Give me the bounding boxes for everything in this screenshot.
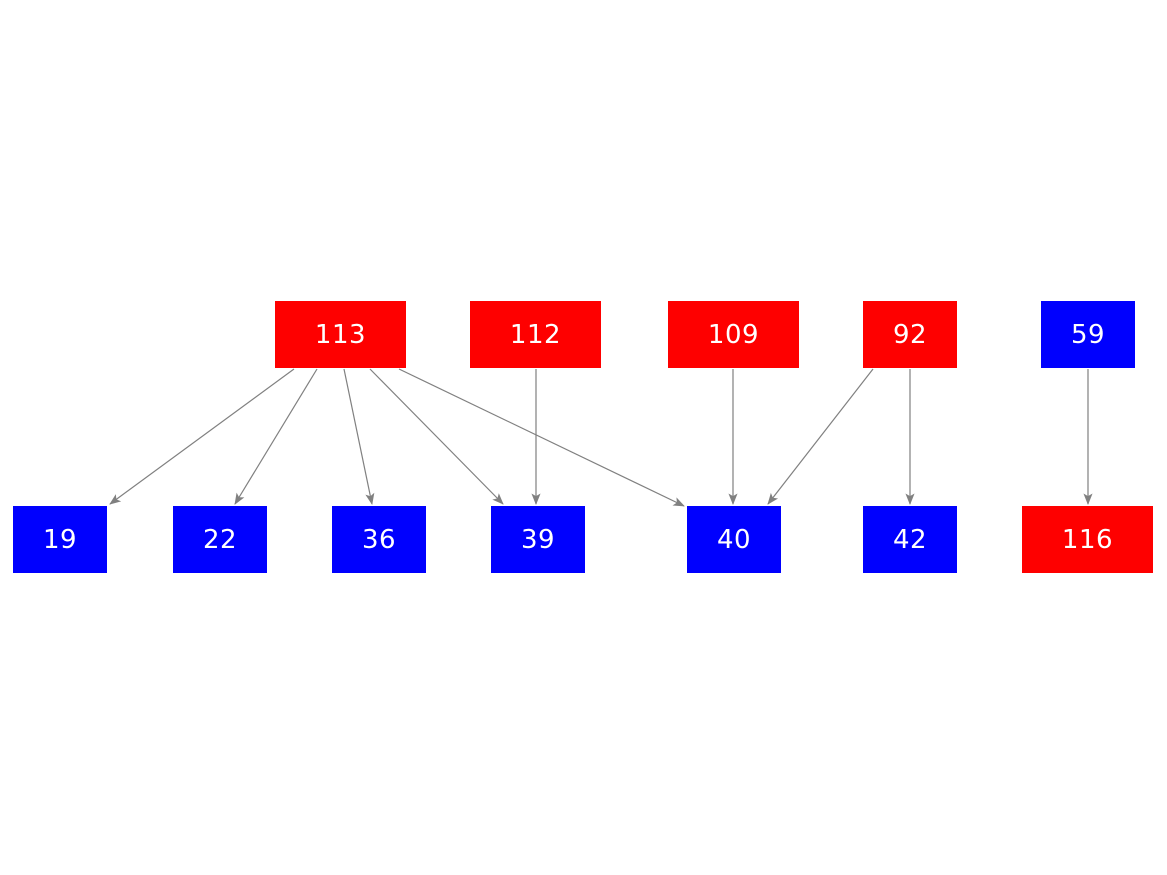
graph-node-19[interactable]: 19: [13, 506, 107, 573]
graph-node-label: 19: [42, 524, 78, 555]
graph-node-label: 113: [314, 319, 367, 350]
graph-node-label: 116: [1061, 524, 1114, 555]
graph-node-92[interactable]: 92: [863, 301, 957, 368]
graph-edge-113-to-39: [369, 368, 504, 505]
edges-group: [109, 368, 1093, 507]
graph-node-22[interactable]: 22: [173, 506, 267, 573]
graph-node-label: 36: [361, 524, 397, 555]
graph-node-label: 109: [707, 319, 760, 350]
graph-node-label: 92: [892, 319, 928, 350]
graph-node-label: 40: [716, 524, 752, 555]
graph-edge-113-to-36: [343, 368, 375, 505]
graph-edge-92-to-40: [767, 368, 874, 505]
graph-node-116[interactable]: 116: [1022, 506, 1153, 573]
graph-edge-113-to-22: [234, 368, 318, 505]
graph-node-42[interactable]: 42: [863, 506, 957, 573]
graph-node-label: 112: [509, 319, 562, 350]
graph-node-112[interactable]: 112: [470, 301, 601, 368]
graph-node-label: 59: [1070, 319, 1106, 350]
graph-node-label: 39: [520, 524, 556, 555]
graph-node-label: 42: [892, 524, 928, 555]
graph-node-109[interactable]: 109: [668, 301, 799, 368]
graph-node-113[interactable]: 113: [275, 301, 406, 368]
graph-edge-113-to-19: [109, 368, 295, 505]
graph-node-39[interactable]: 39: [491, 506, 585, 573]
graph-node-36[interactable]: 36: [332, 506, 426, 573]
graph-edge-113-to-40: [398, 368, 685, 507]
graph-node-59[interactable]: 59: [1041, 301, 1135, 368]
graph-node-40[interactable]: 40: [687, 506, 781, 573]
graph-node-label: 22: [202, 524, 238, 555]
